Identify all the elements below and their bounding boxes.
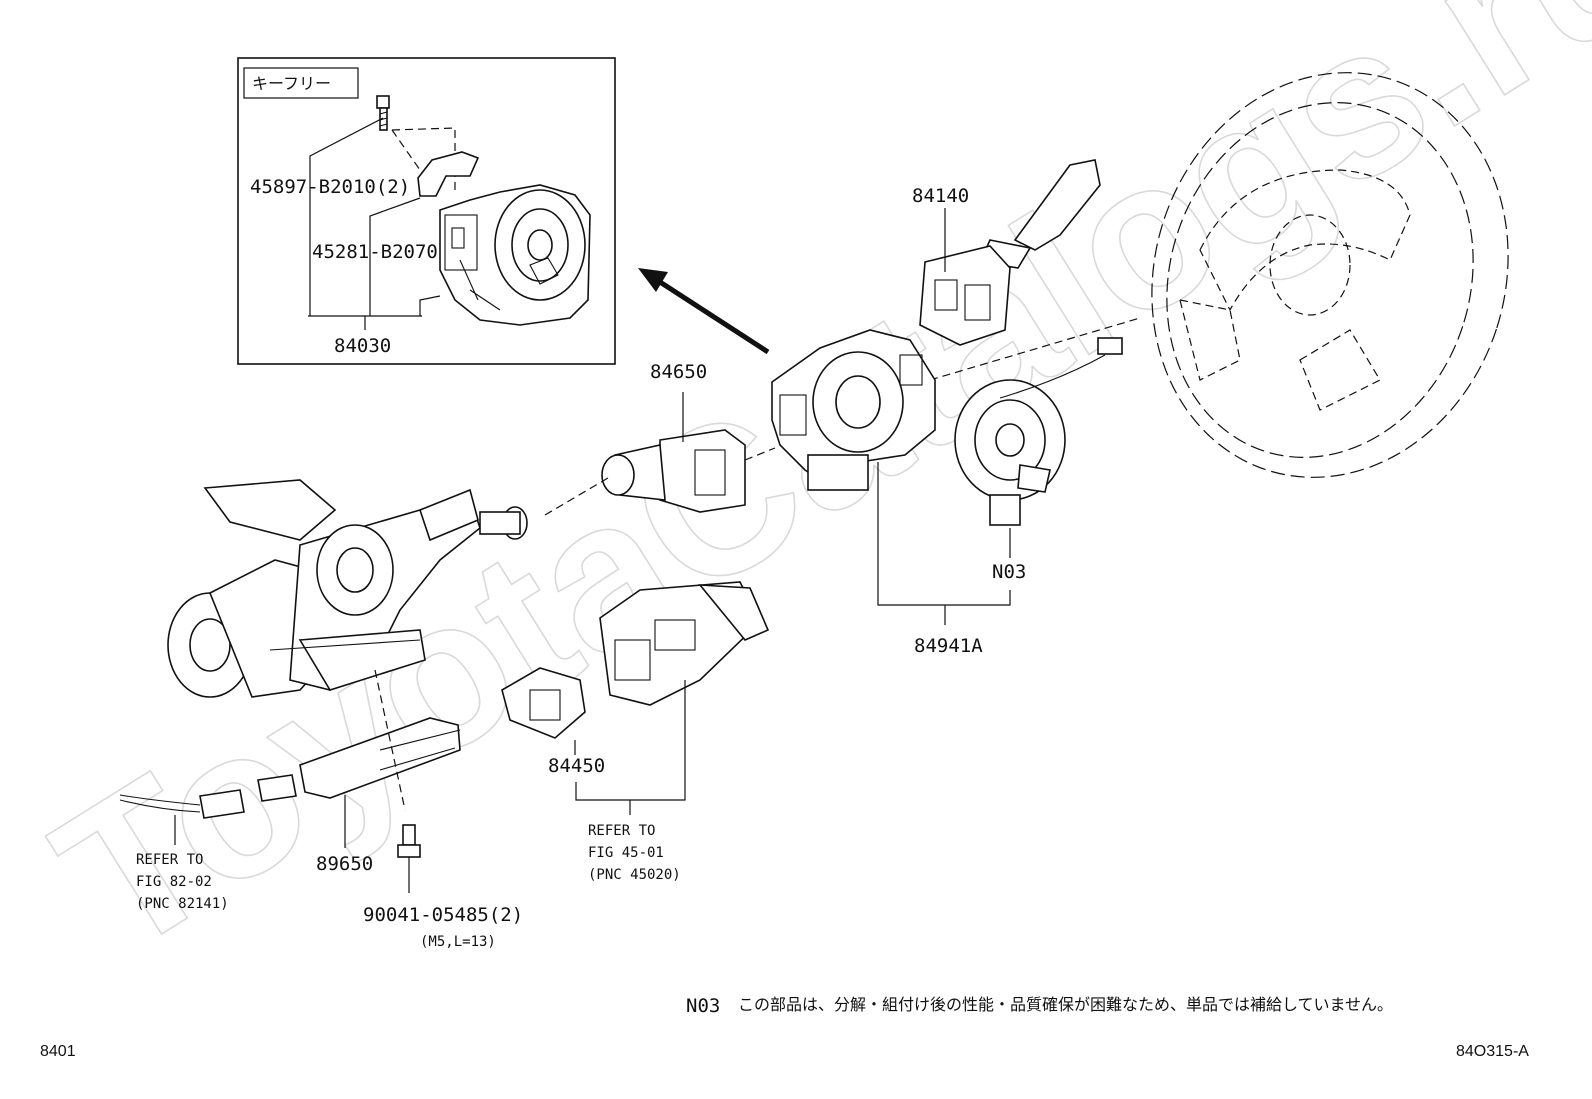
bolt-icon bbox=[376, 95, 390, 131]
arrow-icon bbox=[638, 268, 770, 355]
turn-signal-switch-icon bbox=[919, 159, 1101, 346]
spiral-cable-assy-icon bbox=[771, 329, 936, 491]
label-89650: 89650 bbox=[316, 853, 373, 875]
label-45897-B2010: 45897-B2010(2) bbox=[250, 176, 410, 198]
steering-column-icon bbox=[167, 479, 528, 698]
label-45281-B2070: 45281-B2070 bbox=[312, 241, 438, 263]
inset-caption: キーフリー bbox=[252, 74, 331, 93]
label-84450: 84450 bbox=[548, 755, 605, 777]
ref2-line2: FIG 45-01 bbox=[588, 845, 664, 861]
steering-control-ecu-icon bbox=[119, 717, 461, 819]
label-bolt-spec: (M5,L=13) bbox=[420, 934, 496, 950]
ref2-line3: (PNC 45020) bbox=[588, 867, 681, 883]
note-text: この部品は、分解・組付け後の性能・品質確保が困難なため、単品では補給していません… bbox=[738, 995, 1393, 1014]
ignition-switch-icon bbox=[601, 429, 746, 513]
inset-caption-box bbox=[243, 67, 359, 99]
cover-icon bbox=[417, 151, 480, 197]
ref1-line2: FIG 82-02 bbox=[136, 874, 212, 890]
note-code: N03 bbox=[686, 995, 720, 1017]
clock-spring-icon bbox=[954, 337, 1123, 526]
label-84941A: 84941A bbox=[914, 635, 983, 657]
ref1-line3: (PNC 82141) bbox=[136, 896, 229, 912]
bolt-90041-icon bbox=[397, 824, 421, 858]
steering-lock-icon bbox=[599, 581, 770, 706]
label-90041-05485: 90041-05485(2) bbox=[363, 904, 523, 926]
ref2-line1: REFER TO bbox=[588, 823, 655, 839]
unlock-warning-switch-icon bbox=[501, 667, 586, 739]
steering-sensor-assy-icon bbox=[439, 184, 591, 326]
label-84030: 84030 bbox=[334, 335, 391, 357]
footer-right: 84O315-A bbox=[1456, 1043, 1529, 1060]
label-84650: 84650 bbox=[650, 361, 707, 383]
label-84140: 84140 bbox=[912, 185, 969, 207]
ref1-line1: REFER TO bbox=[136, 852, 203, 868]
footer-left: 8401 bbox=[40, 1043, 76, 1060]
label-N03: N03 bbox=[992, 561, 1026, 583]
inset-box: キーフリー 45897-B bbox=[237, 57, 616, 365]
